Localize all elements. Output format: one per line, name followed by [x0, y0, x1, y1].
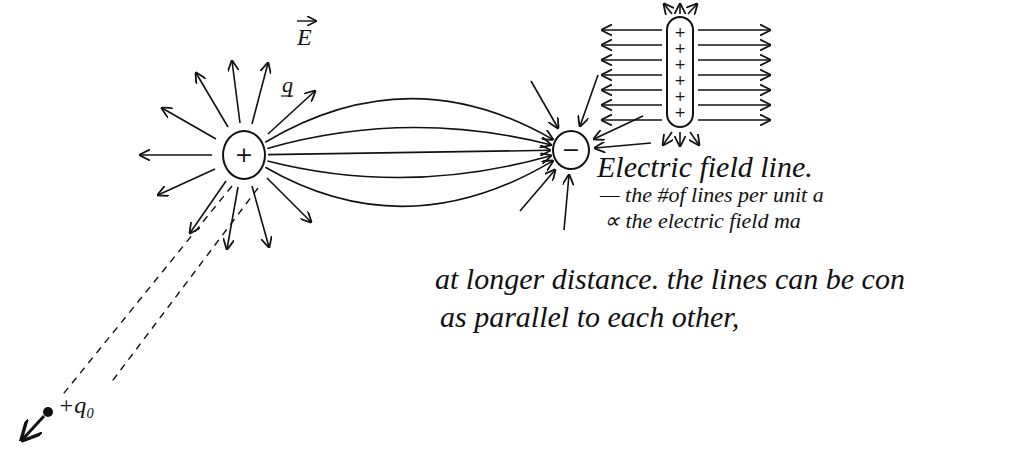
field-line [267, 156, 550, 178]
test-charge-label: +q₀ [58, 392, 95, 420]
charge-sign: + [674, 72, 686, 88]
note-line: ∝ the electric field ma [604, 208, 801, 233]
plate-field-lines [602, 4, 770, 146]
field-line [265, 161, 553, 206]
vector-arrow [297, 20, 316, 21]
point-charge: + [222, 130, 266, 180]
note-heading: Electric field line. [597, 150, 813, 185]
note-line: at longer distance. the lines can be con [435, 262, 905, 297]
charge-sign: + [674, 88, 686, 104]
point-charge: − [552, 130, 590, 170]
vector-label: E [297, 24, 312, 52]
note-line: as parallel to each other, [440, 300, 739, 335]
charge-sign: − [562, 139, 580, 161]
charge-sign: + [674, 56, 686, 72]
field-line [268, 150, 550, 154]
charge-sign: + [674, 104, 686, 120]
charge-sign: + [674, 24, 686, 40]
test-charge [22, 186, 258, 440]
charge-sign: + [674, 40, 686, 56]
field-line-label: q [282, 72, 293, 97]
field-line [267, 128, 550, 149]
charge-sign: + [235, 144, 253, 166]
charged-plate: ++++++ [666, 16, 694, 128]
note-line: — the #of lines per unit a [600, 182, 824, 207]
